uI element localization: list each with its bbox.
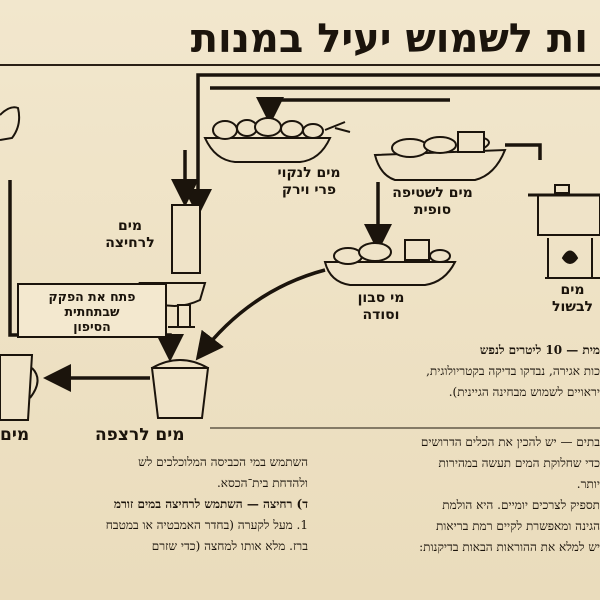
left-cup-illustration: [0, 354, 39, 421]
text-left-line3: ד) רחיצה — השתמש לרחיצה במים זורמ: [113, 497, 308, 511]
label-wash-line2: לרחיצה: [105, 235, 155, 251]
label-wash-line1: מים: [117, 218, 142, 234]
label-fruit-line2: פרי וירק: [281, 182, 337, 198]
label-fruit-veg-water: מים לנקוי פרי וירק: [270, 165, 348, 199]
text-right-line4: בתים — יש להכין את הכלים הדרושים: [420, 435, 600, 449]
label-rinse-line1: מים לשטיפה: [392, 185, 473, 201]
label-fruit-line1: מים לנקוי: [277, 165, 341, 181]
label-left-water: מים: [0, 425, 30, 445]
soap-basin-illustration: [323, 239, 457, 286]
siphon-line1: פתח את הפקק: [48, 289, 136, 304]
title-rule: [0, 64, 600, 66]
text-right-line6: יותר.: [576, 477, 600, 491]
rinse-basin-illustration: [373, 131, 507, 181]
text-left-line5: ברז. מלא אותו למחצה (כדי שזרם: [151, 539, 308, 553]
text-left-line1: השתמש במי הכביסה המלוכלכים לש: [138, 455, 308, 469]
label-rinse-water: מים לשטיפה סופית: [385, 185, 480, 219]
text-right-line1: מית — 10 ליטרים לנפש: [479, 343, 600, 357]
label-soap-water: מי סבון וסודה: [345, 290, 417, 324]
siphon-instruction-box: פתח את הפקק שבתחתית הסיפון: [17, 283, 167, 338]
text-left-line2: ולהדחת בית־הכסא.: [216, 476, 308, 490]
text-left-line4: 1. מעל לקערה (בחדר האמבטיה או במטבח: [105, 518, 308, 532]
text-right-line3: יראויים לשמוש מבחינה הגיינית).: [448, 385, 600, 399]
text-right-line7: תספיק לצרכים יומיים. היא הולמת: [442, 498, 600, 512]
label-rinse-line2: סופית: [413, 202, 452, 218]
label-floor-water: מים לרצפה: [95, 425, 185, 445]
page-title-text: ות לשמוש יעיל במנות: [190, 16, 588, 62]
label-cook-line1: מים: [560, 282, 585, 298]
siphon-line3: הסיפון: [73, 319, 111, 334]
label-wash-water: מים לרחיצה: [100, 218, 160, 252]
text-column-right-top: מית — 10 ליטרים לנפש כות אגירה, נבדקו בד…: [318, 340, 600, 403]
text-right-line5: כדי שחלוקת המים תעשה במהירות: [438, 456, 600, 470]
fruit-bowl-illustration: [203, 117, 351, 163]
label-cook-line2: לבשול: [552, 299, 593, 315]
cropped-figure-top-left: [0, 106, 21, 141]
label-soap-line1: מי סבון: [357, 290, 405, 306]
label-soap-line2: וסודה: [362, 307, 400, 323]
text-column-right-bottom: בתים — יש להכין את הכלים הדרושים כדי שחל…: [318, 432, 600, 558]
text-right-line8: הגינה ומאפשרת לקיים רמת בריאות: [435, 519, 600, 533]
siphon-line2: שבתחתית: [64, 304, 120, 319]
text-column-left: השתמש במי הכביסה המלוכלכים לש ולהדחת בית…: [0, 452, 308, 557]
page-title: ות לשמוש יעיל במנות: [0, 0, 600, 62]
cooking-pot-illustration: [528, 184, 600, 279]
floor-bucket-illustration: [150, 359, 210, 419]
label-cooking-water: מים לבשול: [545, 282, 600, 316]
text-right-line2: כות אגירה, נבדקו בדיקה בקטריולוגית,: [426, 364, 600, 378]
text-right-line9: יש למלא את ההוראות הבאות בדיקנות:: [419, 540, 600, 554]
